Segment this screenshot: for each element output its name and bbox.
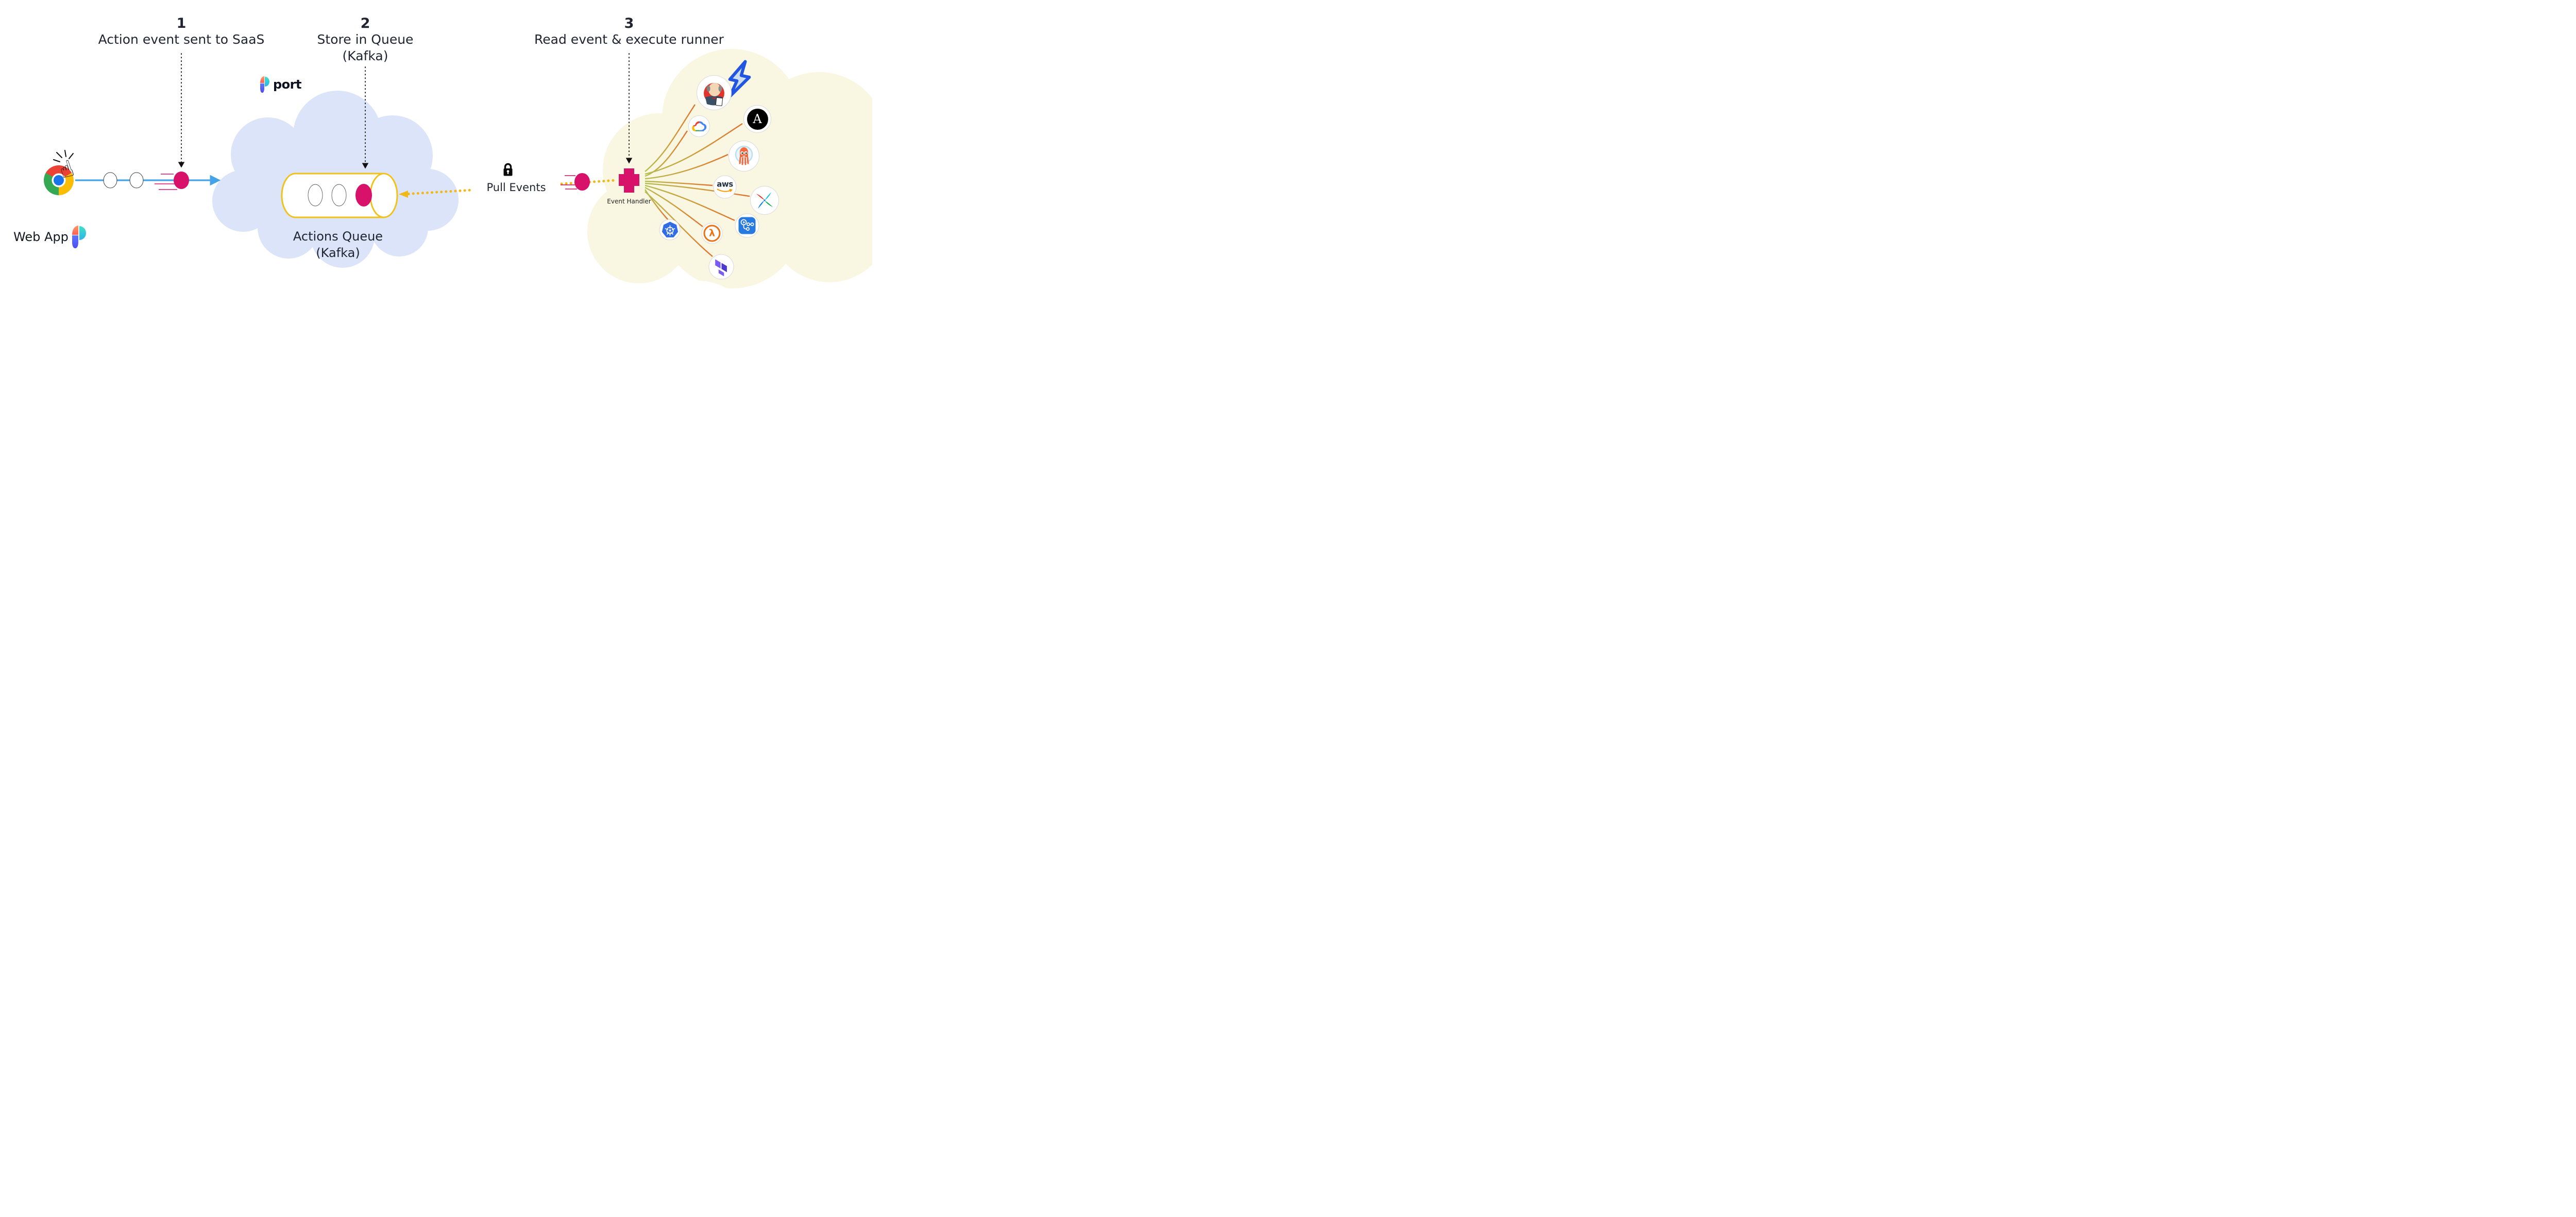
event-dot-2 bbox=[561, 173, 590, 191]
diagram-canvas: 1 Action event sent to SaaS 2 Store in Q… bbox=[0, 0, 872, 304]
ansible-letter: A bbox=[747, 108, 768, 130]
diagram-artwork bbox=[75, 49, 872, 304]
step1-number: 1 bbox=[176, 15, 187, 31]
event-handler-cross bbox=[619, 168, 639, 193]
step3-label: Read event & execute runner bbox=[534, 32, 724, 47]
webapp-label: Web App bbox=[13, 230, 69, 244]
port-logo-icon bbox=[72, 226, 86, 248]
queue-subtitle: (Kafka) bbox=[316, 246, 360, 260]
event-dot-queued bbox=[355, 184, 372, 207]
terraform-icon bbox=[708, 254, 734, 280]
event-handler-label: Event Handler bbox=[607, 198, 651, 205]
step1-label: Action event sent to SaaS bbox=[98, 32, 265, 47]
port-logo-icon bbox=[260, 76, 269, 93]
aws-wordmark: aws bbox=[717, 179, 733, 189]
step3-number: 3 bbox=[624, 15, 634, 31]
aws-icon: aws bbox=[713, 175, 737, 199]
port-logo-text: port bbox=[273, 77, 301, 92]
step2-sublabel: (Kafka) bbox=[342, 48, 388, 63]
airflow-icon bbox=[750, 186, 779, 215]
webapp-caption: Web App bbox=[13, 226, 86, 248]
github-actions-workflow-icon bbox=[735, 213, 759, 238]
queue-title: Actions Queue bbox=[293, 229, 383, 244]
lock-icon bbox=[503, 163, 513, 176]
port-brand: port bbox=[260, 76, 301, 93]
octopus-deploy-icon bbox=[728, 141, 759, 172]
chrome-icon bbox=[44, 165, 74, 195]
runners-cloud bbox=[551, 49, 872, 304]
step2-number: 2 bbox=[360, 15, 370, 31]
aws-lambda-icon: λ bbox=[701, 222, 723, 244]
kubernetes-icon bbox=[659, 219, 681, 241]
event-dot-1 bbox=[174, 172, 189, 189]
ansible-icon: A bbox=[743, 105, 771, 133]
google-cloud-icon bbox=[688, 115, 710, 137]
runner-connection-lines bbox=[645, 104, 750, 257]
lambda-letter: λ bbox=[708, 227, 716, 239]
webapp-to-saas-line bbox=[75, 172, 221, 190]
motion-lines bbox=[155, 174, 177, 190]
click-sparks bbox=[53, 150, 74, 162]
pull-events-label: Pull Events bbox=[486, 181, 546, 194]
pull-arrowhead bbox=[399, 191, 408, 198]
step-arrows bbox=[178, 53, 633, 169]
actions-queue-cylinder bbox=[281, 173, 398, 218]
jenkins-icon bbox=[697, 75, 732, 110]
step2-label: Store in Queue bbox=[317, 32, 414, 47]
